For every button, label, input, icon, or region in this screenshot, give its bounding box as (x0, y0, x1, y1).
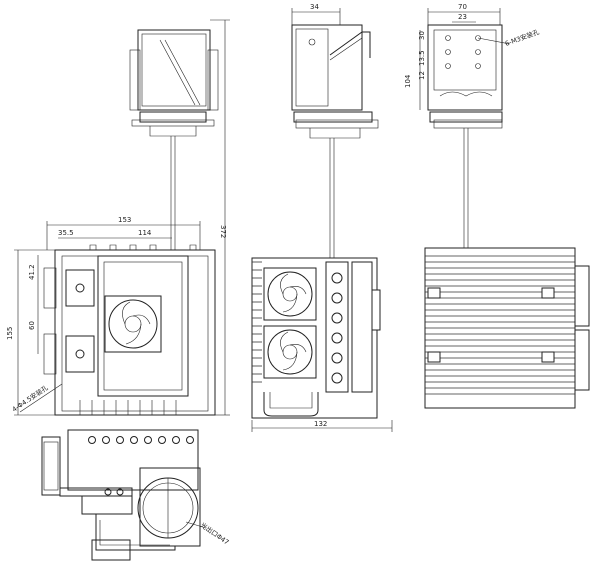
side-optical-head (291, 24, 379, 139)
bottom-screws (88, 436, 194, 444)
bottom-light-port (137, 477, 199, 539)
side-view: 34 132 (251, 3, 393, 432)
side-fan-lower (263, 325, 317, 379)
front-optical-head (129, 29, 219, 137)
rear-dimensions: 70 23 104 30 13.5 12 6-M3安装孔 (404, 3, 541, 110)
note-rear-mount: 6-M3安装孔 (504, 27, 541, 48)
rear-optical-head (427, 24, 503, 129)
rear-body (424, 247, 590, 409)
dim-head-depth: 34 (310, 3, 319, 11)
front-rod (170, 136, 176, 250)
dim-front-height: 155 (6, 327, 14, 340)
rear-view: 70 23 104 30 13.5 12 6-M3安装孔 (404, 3, 590, 409)
dim-side-width: 132 (314, 420, 327, 428)
dim-rear-v1: 30 (418, 31, 426, 40)
dim-rear-width: 70 (458, 3, 467, 11)
rear-heatsink (425, 255, 575, 395)
front-heat-pipes (79, 400, 177, 415)
dim-front-inner: 114 (138, 229, 152, 237)
dim-rear-inner: 23 (458, 13, 467, 21)
side-rod (329, 138, 335, 258)
side-body (251, 257, 381, 419)
dim-rear-v2: 13.5 (418, 50, 426, 66)
dim-front-lower: 60 (28, 321, 36, 330)
bottom-view: 光出口Φ47 (41, 429, 231, 561)
dim-rear-height: 104 (404, 74, 412, 88)
front-fan (104, 295, 162, 353)
note-front-mount: 4-Φ4.5安装孔 (10, 383, 50, 414)
side-fan-upper (263, 267, 317, 321)
dim-total-height: 372 (219, 225, 227, 238)
dim-front-width: 153 (118, 216, 131, 224)
dim-front-offset: 35.5 (58, 229, 74, 237)
front-view: 153 114 35.5 155 41.2 60 372 4-Φ4.5安装孔 (6, 19, 230, 416)
side-heatsink (252, 261, 262, 383)
side-dimensions: 34 132 (251, 3, 393, 432)
note-light-port: 光出口Φ47 (199, 520, 231, 546)
dim-rear-v3: 12 (418, 71, 426, 80)
front-body (43, 244, 216, 416)
dim-front-upper: 41.2 (28, 264, 36, 280)
rear-rod (463, 128, 469, 248)
